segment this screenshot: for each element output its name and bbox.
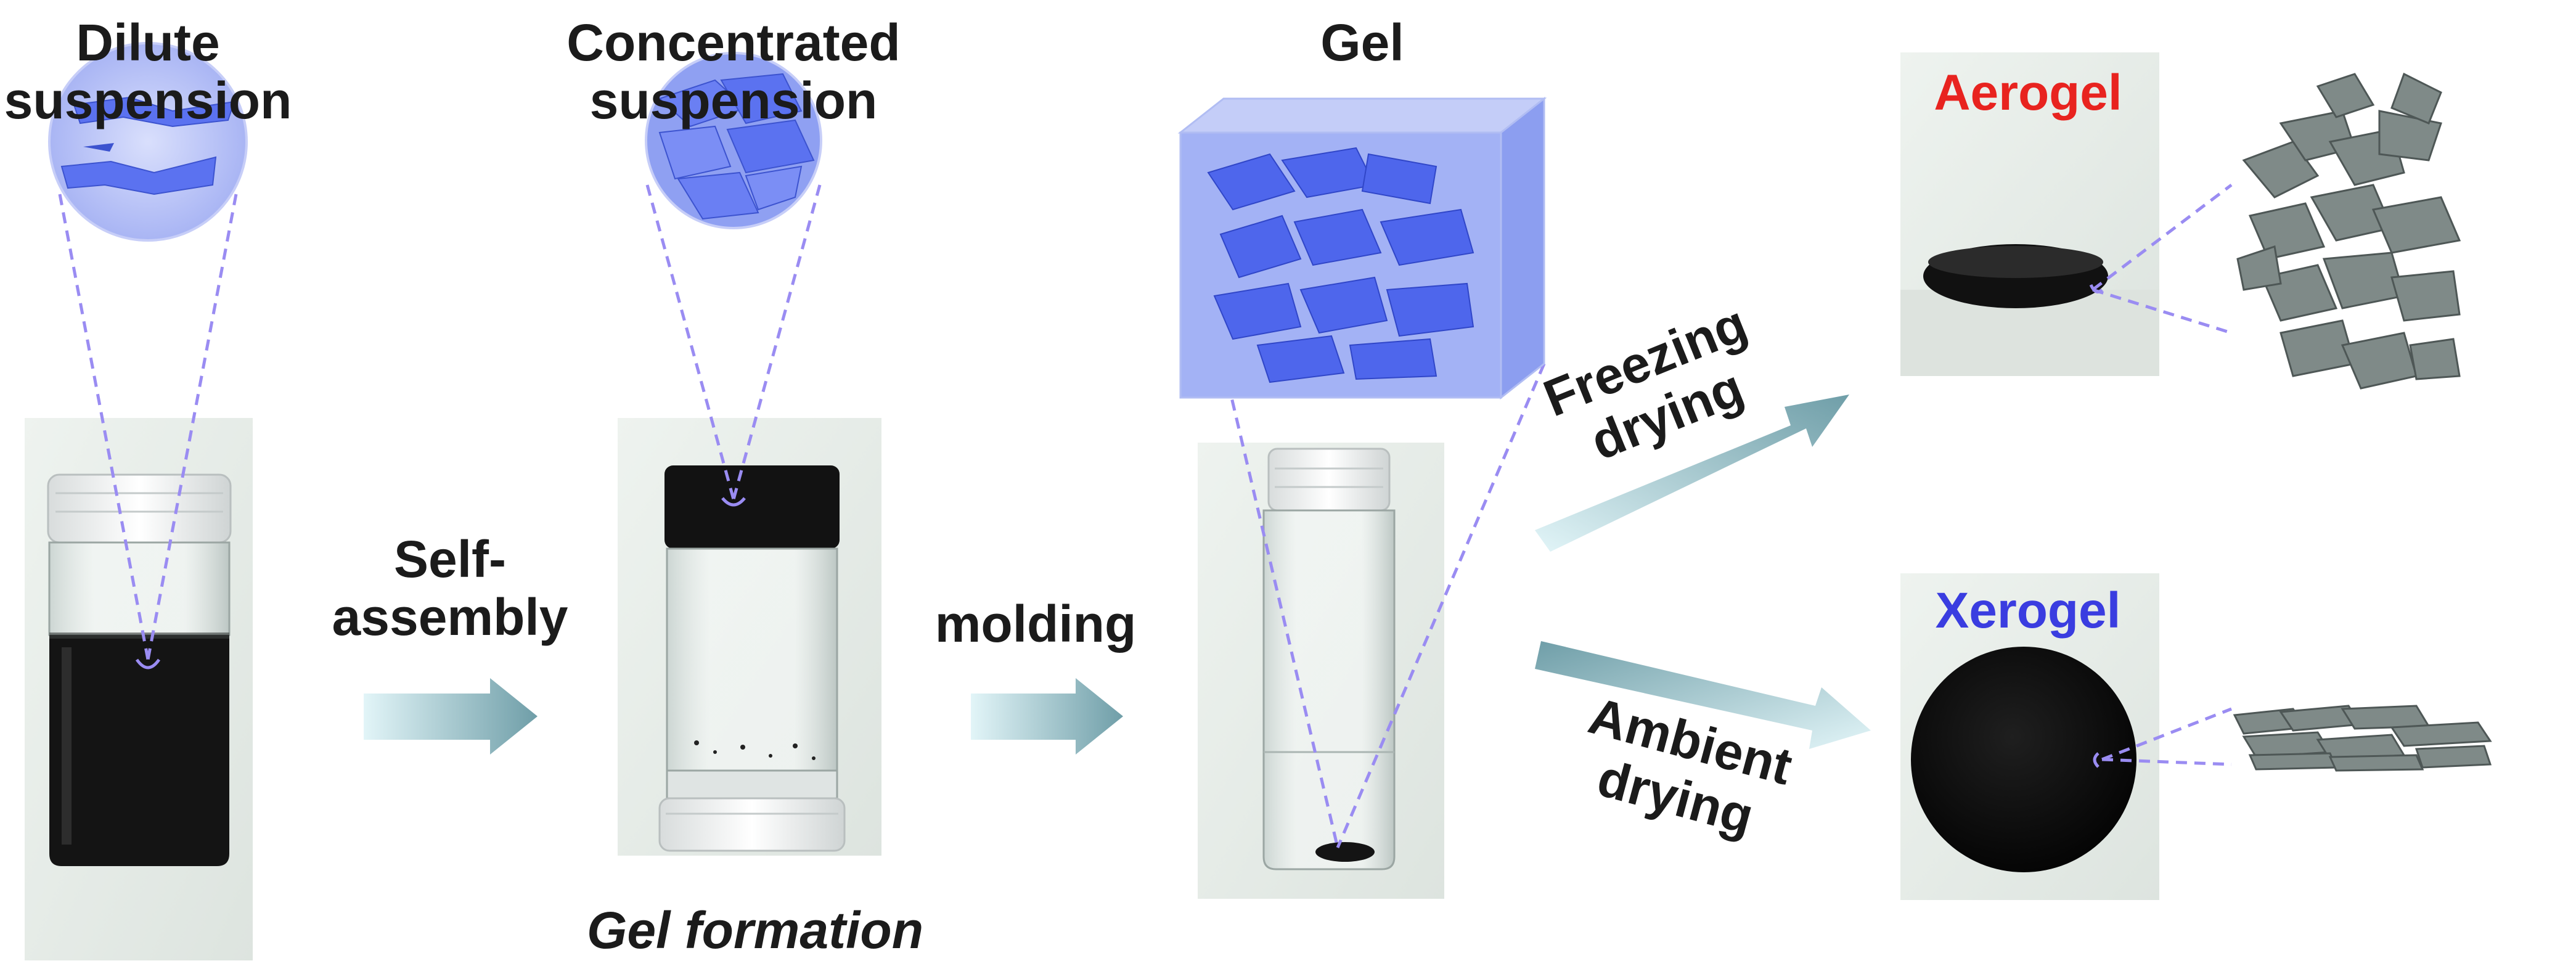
xerogel-structure-illustration: [2233, 705, 2492, 772]
label-xerogel: Xerogel: [1935, 583, 2121, 639]
aerogel-structure-illustration: [2236, 72, 2461, 390]
concentrated-vial-photo: [618, 418, 881, 856]
concentrated-line2: suspension: [589, 72, 878, 130]
arrow-molding: [971, 678, 1123, 755]
self-assembly-line2: assembly: [332, 588, 568, 647]
dilute-line1: Dilute: [76, 14, 220, 72]
dilute-zoom-circle: [48, 42, 248, 242]
gel-network-cube: [1177, 96, 1547, 400]
arrow-ambient-drying: [1535, 641, 1871, 749]
arrow-self-assembly: [364, 678, 538, 755]
label-gel: Gel: [1320, 14, 1404, 72]
concentrated-line1: Concentrated: [566, 14, 901, 72]
zoom-markers: [135, 284, 2103, 768]
self-assembly-line1: Self-: [393, 530, 507, 588]
gel-vial-photo: [1198, 443, 1444, 899]
concentrated-zoom-circle: [645, 52, 822, 229]
label-dilute-suspension: Dilute suspension: [4, 14, 292, 129]
aerogel-photo: [1900, 52, 2159, 376]
label-self-assembly: Self- assembly: [332, 530, 568, 646]
xerogel-photo: [1900, 573, 2159, 900]
label-aerogel: Aerogel: [1934, 65, 2122, 121]
zoom-lines: [58, 184, 2233, 848]
label-gel-formation: Gel formation: [586, 901, 924, 959]
arrow-freezing-drying: [1535, 395, 1849, 552]
dilute-line2: suspension: [4, 72, 292, 130]
label-molding: molding: [934, 595, 1137, 653]
label-concentrated-suspension: Concentrated suspension: [566, 14, 900, 129]
dilute-vial-photo: [25, 418, 253, 960]
